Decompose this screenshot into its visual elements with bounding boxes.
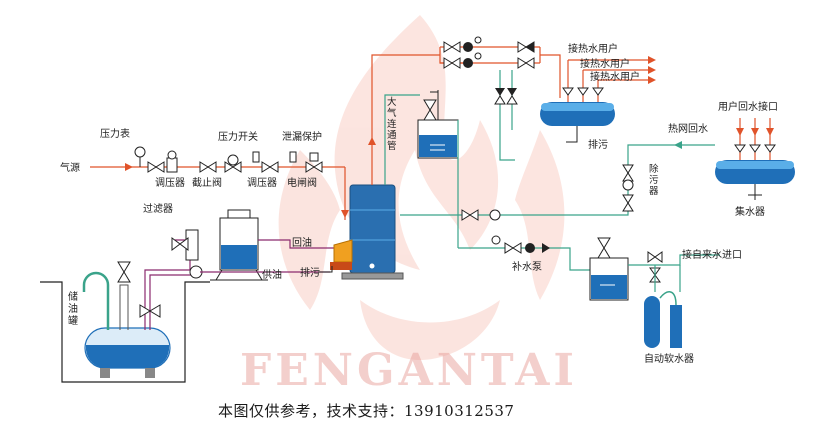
distributor-outlets: [562, 60, 604, 102]
valve-softtank[interactable]: [597, 237, 611, 259]
pressure-gauge-icon: [134, 146, 146, 167]
softener-feed: [654, 265, 681, 292]
return-inlets: [734, 118, 776, 160]
label-leak-protect: 泄漏保护: [282, 130, 322, 143]
drain-top-pipe: [566, 126, 578, 143]
hot-out-arrow-2: [648, 66, 656, 74]
label-hot-user-2: 接热水用户: [580, 57, 630, 70]
water-collector: [715, 160, 795, 200]
hot-water-distributor: [540, 102, 615, 126]
label-oil-return: 回油: [292, 236, 312, 249]
label-solenoid: 电闸阀: [287, 176, 317, 189]
label-user-return: 用户回水接口: [718, 100, 778, 113]
day-oil-tank: [210, 209, 268, 281]
label-pressure-gauge: 压力表: [100, 127, 130, 140]
upper-return: [499, 130, 515, 161]
tap-water-line: [628, 254, 720, 266]
atm-pipe: [384, 94, 420, 185]
label-gas-source: 气源: [60, 161, 80, 174]
expansion-tank: [417, 119, 459, 159]
softener: [644, 291, 682, 348]
hot-out-arrow-3: [648, 76, 656, 84]
gas-valve-2[interactable]: [199, 161, 217, 173]
label-oil-supply: 供油: [262, 268, 282, 281]
pump-row-1: [443, 36, 535, 53]
regulator2-icon: [252, 151, 260, 163]
desilter: [622, 164, 634, 212]
soft-water-tank: [589, 257, 629, 301]
label-softener: 自动软水器: [644, 352, 694, 365]
oil-return-pipe-lower: [149, 274, 195, 330]
return-valves: [461, 209, 501, 221]
valve-tank-top[interactable]: [117, 261, 131, 283]
valve-expansion[interactable]: [423, 91, 438, 121]
label-water-collector: 集水器: [735, 205, 765, 218]
gas-valve-1[interactable]: [147, 161, 165, 173]
label-drain-bottom: 排污: [300, 266, 320, 279]
oil-suction-pipe: [144, 239, 191, 330]
label-drain-top: 排污: [588, 138, 608, 151]
gas-valve-3[interactable]: [261, 161, 279, 173]
gas-arrow: [125, 163, 133, 171]
label-pressure-switch: 压力开关: [218, 130, 258, 143]
filter-unit: [171, 229, 203, 279]
valve-oil-1[interactable]: [139, 304, 161, 318]
regulator-icon: [166, 157, 178, 173]
fill-pipe: [119, 284, 129, 330]
label-tap-water: 接自来水进口: [682, 248, 742, 261]
drain-bottom-pipe: [318, 266, 333, 273]
riser-arrow: [368, 137, 376, 145]
label-hot-user-3: 接热水用户: [590, 70, 640, 83]
label-regulator: 调压器: [155, 177, 185, 189]
footer-text: 本图仅供参考，技术支持：13910312537: [218, 402, 514, 420]
solenoid-valve-icon[interactable]: [305, 152, 323, 173]
burner: [330, 239, 353, 270]
watermark-text: FENGANTAI: [240, 345, 578, 396]
hot-out-arrow-1: [648, 56, 656, 64]
leak-sensor-icon: [289, 151, 297, 163]
oil-tank: [84, 327, 171, 378]
vertical-valves: [494, 70, 518, 130]
pit-outline: [40, 281, 210, 383]
label-heat-net-return: 热网回水: [668, 122, 708, 135]
oil-return-line: [258, 239, 340, 249]
makeup-pump: [491, 235, 550, 254]
label-makeup-pump: 补水泵: [512, 260, 542, 273]
pressure-switch-icon: [224, 154, 242, 173]
label-regulator2: 调压器: [247, 177, 277, 189]
return-arrow: [674, 141, 682, 149]
boiler: [341, 184, 404, 280]
pump-header-out: [539, 47, 561, 98]
flame-watermark: [278, 15, 565, 360]
label-shutoff: 截止阀: [192, 176, 222, 189]
gas-down-arrow: [341, 210, 349, 218]
label-oil-tank: 储油罐: [68, 290, 78, 327]
label-desilter: 除污器: [649, 163, 659, 197]
label-hot-user-1: 接热水用户: [568, 42, 618, 55]
label-filter: 过滤器: [143, 202, 173, 215]
label-atm-pipe: 大气连通管: [387, 96, 397, 152]
vent-pipe: [82, 271, 110, 330]
pump-row-2: [443, 52, 535, 69]
